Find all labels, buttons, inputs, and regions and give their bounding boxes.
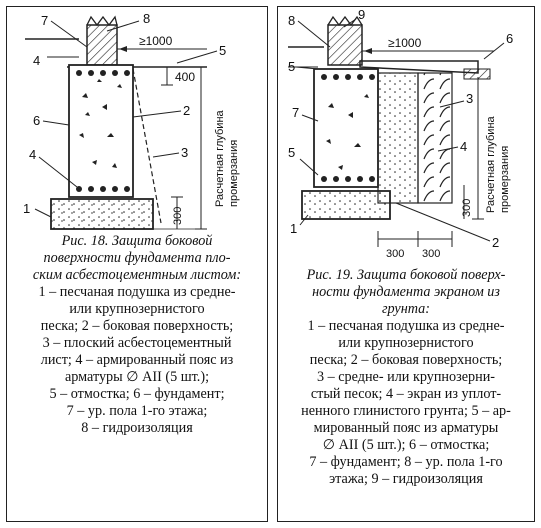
label-1: 1 <box>23 201 30 216</box>
legend-line: арматуры ∅ АII (5 шт.); <box>64 369 210 385</box>
label-7: 7 <box>41 13 48 28</box>
caption-title-line: Рис. 18. Защита боковой <box>61 233 213 249</box>
caption-title-line: ским асбестоцементным листом: <box>32 267 242 283</box>
dim-1000: ≥1000 <box>388 36 422 50</box>
asbestos-sheet <box>132 68 162 224</box>
label-5: 5 <box>288 145 295 160</box>
label-2: 2 <box>183 103 190 118</box>
wall-hatched <box>86 24 118 66</box>
label-4: 4 <box>460 139 467 154</box>
sand-cushion <box>50 198 154 230</box>
figure-18-diagram: 7 8 4 5 2 3 6 4 1 ≥1000 400 300 Расчетна… <box>23 11 240 230</box>
sand-cushion <box>301 190 391 220</box>
dim-1000: ≥1000 <box>139 34 173 48</box>
label-1: 1 <box>290 221 297 236</box>
legend-line: 3 – плоский асбестоцементный <box>42 335 232 351</box>
foundation-body <box>313 68 379 188</box>
dim-400: 400 <box>175 70 195 84</box>
foundation-body <box>68 64 134 198</box>
caption-title-line: грунта: <box>381 301 430 317</box>
figure-18-caption: Рис. 18. Защита боковой поверхности фунд… <box>7 233 267 437</box>
label-4-top: 4 <box>33 53 40 68</box>
legend-line: лист; 4 – армированный пояс из <box>40 352 234 368</box>
legend-line: 1 – песчаная подушка из средне- <box>38 284 236 300</box>
label-6: 6 <box>33 113 40 128</box>
legend-line: ненного глинистого грунта; 5 – ар- <box>301 403 511 419</box>
label-5-top: 5 <box>288 59 295 74</box>
freeze-depth-line2: промерзания <box>228 140 240 207</box>
label-6: 6 <box>506 31 513 46</box>
label-9: 9 <box>358 7 365 22</box>
sand-layer <box>377 72 419 204</box>
legend-line: этажа; 9 – гидроизоляция <box>329 471 483 487</box>
legend-line: 3 – средне- или крупнозерни- <box>316 369 496 385</box>
legend-line: стый песок; 4 – экран из уплот- <box>310 386 502 402</box>
legend-line: 8 – гидроизоляция <box>81 420 193 436</box>
legend-line: песка; 2 – боковая поверхность; <box>309 352 503 368</box>
legend-line: 1 – песчаная подушка из средне- <box>307 318 505 334</box>
freeze-depth-line1: Расчетная глубина <box>485 115 497 213</box>
clay-screen <box>417 72 453 204</box>
dim-300c: 300 <box>461 199 473 217</box>
caption-title-line: Рис. 19. Защита боковой поверх- <box>306 267 506 283</box>
dim-300: 300 <box>172 207 184 225</box>
legend-line: 7 – фундамент; 8 – ур. пола 1-го <box>309 454 503 470</box>
caption-title-line: ности фундамента экраном из <box>312 284 500 300</box>
label-5: 5 <box>219 43 226 58</box>
legend-line: ∅ АII (5 шт.); 6 – отмостка; <box>322 437 490 453</box>
dim-300b: 300 <box>422 248 440 260</box>
legend-line: или крупнозернистого <box>69 301 205 317</box>
label-7: 7 <box>292 105 299 120</box>
freeze-depth-line1: Расчетная глубина <box>214 109 226 207</box>
legend-line: или крупнозернистого <box>338 335 474 351</box>
legend-line: 7 – ур. пола 1-го этажа; <box>66 403 208 419</box>
legend-line: мированный пояс из арматуры <box>313 420 499 436</box>
label-8: 8 <box>143 11 150 26</box>
dim-300a: 300 <box>386 248 404 260</box>
figure-19-diagram: 8 9 6 5 3 4 7 5 1 2 ≥1000 300 300 300 Ра… <box>288 7 513 260</box>
legend-line: песка; 2 – боковая поверхность; <box>40 318 234 334</box>
label-3: 3 <box>466 91 473 106</box>
label-3: 3 <box>181 145 188 160</box>
concrete-marks <box>79 79 122 168</box>
label-2: 2 <box>492 235 499 250</box>
figure-19-caption: Рис. 19. Защита боковой поверх- ности фу… <box>278 267 534 488</box>
label-8: 8 <box>288 13 295 28</box>
wall-hatched <box>327 24 363 66</box>
figure-18-panel: 7 8 4 5 2 3 6 4 1 ≥1000 400 300 Расчетна… <box>6 6 268 522</box>
figure-19-panel: 8 9 6 5 3 4 7 5 1 2 ≥1000 300 300 300 Ра… <box>277 6 535 522</box>
freeze-depth-line2: промерзания <box>499 146 511 213</box>
caption-title-line: поверхности фундамента пло- <box>43 250 231 266</box>
legend-line: 5 – отмостка; 6 – фундамент; <box>49 386 225 402</box>
label-4: 4 <box>29 147 36 162</box>
